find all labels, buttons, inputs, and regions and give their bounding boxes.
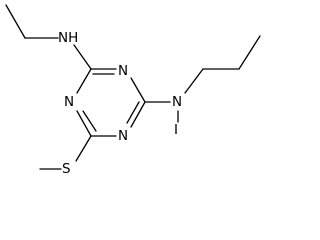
chemical-structure-diagram: NH N N N N S I [5, 4, 261, 177]
atom-label-ring-n-top: N [118, 63, 128, 79]
atom-label-ring-n-bottom: N [118, 128, 128, 144]
bond-ring-n-left-c2 [76, 68, 92, 94]
bond-propyl-ch2-ch3 [238, 35, 261, 70]
bond-ring-sulfur [75, 135, 92, 162]
bond-ring-c4-n-bottom [130, 101, 146, 128]
atom-label-nh: NH [58, 30, 78, 46]
bond-ethyl-ch3-ch2 [5, 4, 26, 39]
atom-label-n-propyl: N [172, 94, 182, 110]
bond-ring-n-top-c4 [130, 77, 146, 103]
bond-ring-c6-n-left-double [82, 110, 97, 132]
bond-ring-c4-n-bottom-double [126, 101, 140, 124]
atom-label-ring-n-left: N [64, 94, 74, 110]
atom-label-sulfur: S [62, 161, 71, 177]
bond-ring-c6-n-left [76, 110, 92, 137]
bond-nh-ring [73, 44, 92, 70]
bond-n-propyl-ch2 [184, 68, 204, 94]
atom-label-iodine: I [174, 122, 178, 138]
